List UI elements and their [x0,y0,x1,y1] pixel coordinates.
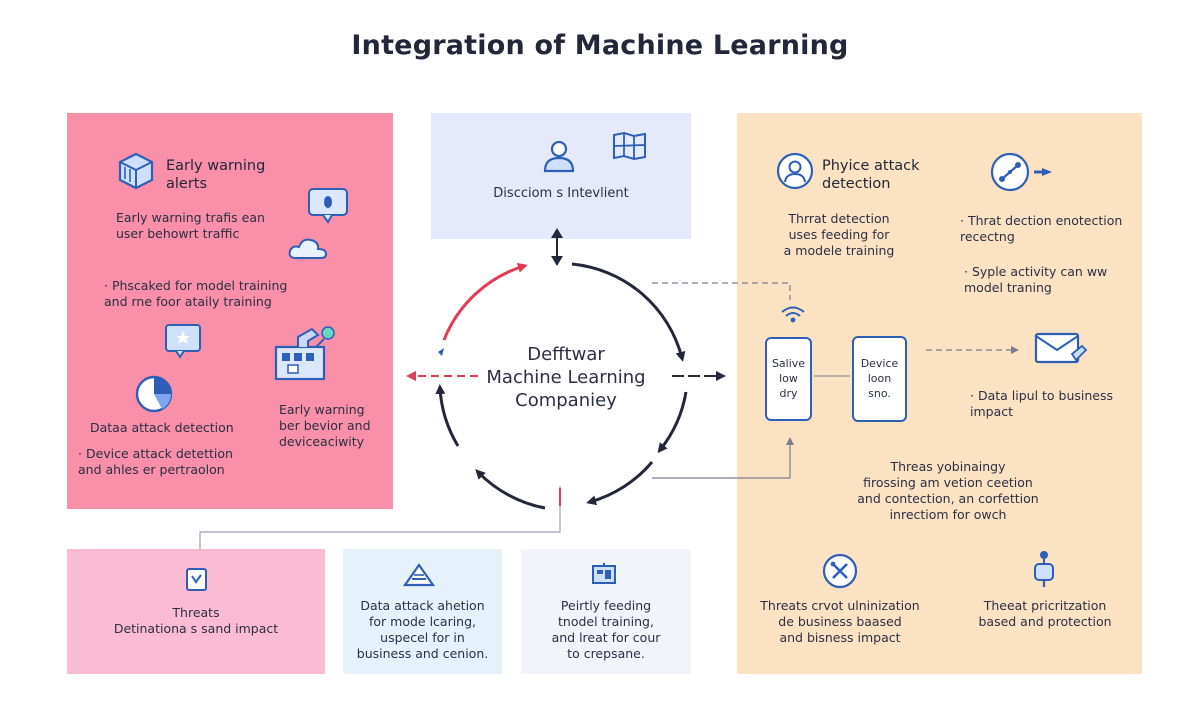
right-text-6: Threats crvot ulninization de business b… [760,598,920,645]
cycle-arrow-right [657,391,688,454]
cycle-arrow-top-right [571,262,686,362]
top-panel-label: Discciom s Intevlient [493,186,629,201]
map-grid-icon [613,131,646,161]
cycle-arrow-top-left [442,262,528,341]
right-heading: Phyice attack detection [822,158,920,192]
left-text-4: Dataa attack detection [90,420,234,435]
left-text-3: Early warning ber bevior and deviceaciwi… [279,402,371,449]
left-heading: Early warning alerts [166,158,266,192]
right-text-7: Theeat pricritzation based and protectio… [978,598,1112,629]
diagram-title: Integration of Machine Learning [351,30,849,61]
device-2-label: Device loon sno. [860,357,899,400]
network-icon [990,152,1052,192]
pie-chart-icon [135,375,173,413]
left-text-1: Early warning trafis ean user behowrt tr… [116,210,265,241]
cloud-icon [288,238,328,259]
user-circle-icon [776,152,814,190]
bottom-box-2-text: Data attack ahetion for mode lcaring, us… [356,598,489,661]
top-panel [431,113,691,239]
device-1 [765,337,812,421]
tools-icon [822,553,858,589]
cycle-arrow-bottom-right [586,461,654,506]
wifi-icon [781,306,805,323]
robot-icon [1034,551,1054,587]
right-text-2: · Thrat dection enotection recectng [960,213,1123,244]
bottom-box-3-text: Peirtly feeding tnodel training, and lre… [551,598,661,661]
cycle-arrow-bottom-left [475,469,546,510]
person-icon [543,140,575,173]
right-text-1: Thrrat detection uses feeding for a mode… [783,211,895,258]
chat-bubble-icon [308,188,348,224]
mail-icon [1034,332,1088,364]
slides-icon [592,563,616,584]
right-text-5: Threas yobinaingy firossing am vetion ce… [857,459,1039,522]
device-2 [852,336,907,422]
warning-icon [402,563,436,587]
device-1-label: Salive low dry [771,357,806,400]
bottom-box-1-text: Threats Detinationa s sand impact [113,605,279,636]
left-text-5: · Device attack detettion and ahles er p… [78,446,233,477]
right-text-3: · Syple activity can ww model traning [964,264,1108,295]
document-icon [186,568,207,591]
cube-icon [118,152,154,190]
right-text-4: · Data lipul to business impact [970,388,1114,419]
star-chat-icon [165,324,201,359]
left-text-2: · Phscaked for model training and rne fo… [104,278,288,309]
factory-icon [274,326,335,381]
center-label: Defftwar Machine Learning Companiey [486,344,646,411]
cycle-arrow-left [435,384,460,447]
